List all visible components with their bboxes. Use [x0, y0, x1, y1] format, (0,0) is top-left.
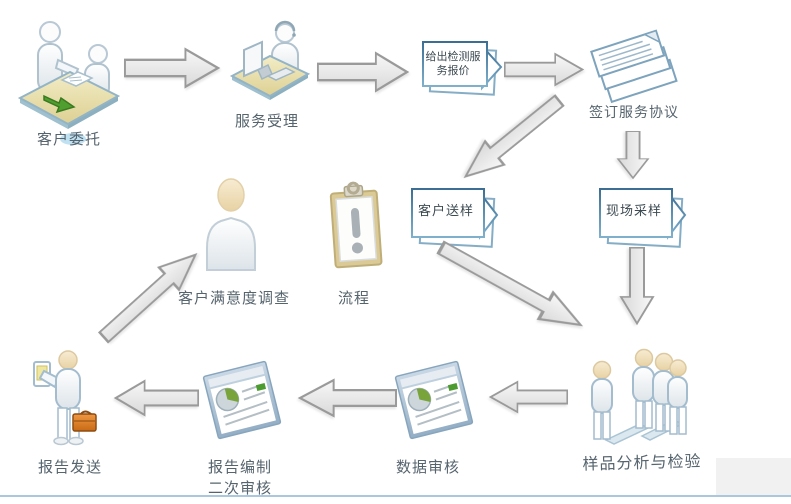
customer-sample-box-shape [411, 188, 499, 248]
report-compile-line1: 报告编制 [208, 458, 273, 476]
arrow-compile-to-report-send [113, 379, 199, 417]
node-satisfaction-survey-label: 客户满意度调查 [177, 289, 290, 307]
arrow-entrust-to-accept [124, 47, 221, 89]
computer-desk-icon [229, 20, 311, 100]
arrow-quote-to-agreement [504, 52, 585, 87]
arrow-report-send-to-survey [97, 253, 198, 344]
paper-stack-icon [590, 29, 678, 104]
reception-desk-icon [17, 21, 121, 129]
arrow-data-review-to-compile [297, 378, 397, 418]
node-sign-agreement-label: 签订服务协议 [589, 105, 679, 121]
node-report-compile-label: 报告编制 二次审核 [208, 457, 272, 499]
arrow-site-sampling-to-analysis [619, 247, 655, 326]
arrow-agreement-to-customer-sample [463, 94, 565, 179]
node-quote-label: 给出检测服务报价 [425, 50, 481, 77]
node-process-label: 流程 [337, 289, 370, 307]
arrow-analysis-to-data-review [488, 380, 568, 414]
corner-gray-block [716, 458, 791, 496]
node-customer-sample-label: 客户送样 [417, 204, 474, 219]
arrow-customer-sample-to-analysis [436, 240, 584, 327]
quote-box-shape [422, 41, 503, 96]
report-window-icon [202, 360, 282, 440]
person-bust-icon [206, 178, 256, 271]
report-window-icon [394, 360, 474, 440]
arrow-agreement-to-site-sampling [616, 131, 650, 180]
people-group-icon [591, 348, 688, 445]
site-sampling-box-shape [599, 188, 687, 248]
node-sample-analysis-label: 样品分析与检验 [582, 451, 702, 474]
node-report-send-label: 报告发送 [37, 458, 102, 476]
node-service-accept-label: 服务受理 [234, 112, 299, 130]
node-data-review-label: 数据审核 [395, 458, 460, 476]
report-compile-line2: 二次审核 [208, 479, 273, 497]
person-briefcase-icon [33, 350, 97, 446]
arrow-accept-to-quote [317, 51, 410, 93]
bottom-divider-line [0, 495, 791, 497]
highlight-smudge [60, 133, 86, 145]
clipboard-exclamation-icon [329, 181, 383, 269]
node-customer-entrust-label: 客户委托 [36, 130, 101, 148]
node-site-sampling-label: 现场采样 [605, 204, 662, 219]
